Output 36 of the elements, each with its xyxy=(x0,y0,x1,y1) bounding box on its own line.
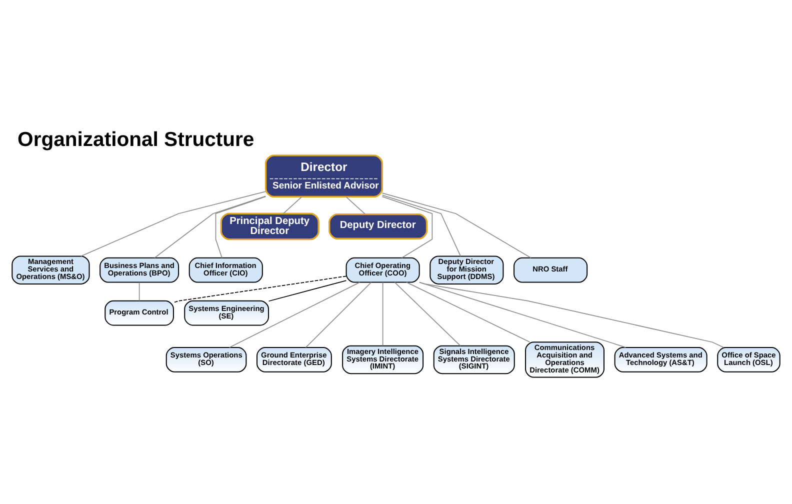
node-box: Director Senior Enlisted Advisor xyxy=(264,154,383,198)
diagram-title: Organizational Structure xyxy=(18,128,254,150)
node-box: Chief Operating Officer (COO) xyxy=(346,256,420,282)
node-box: Ground Enterprise Directorate (GED) xyxy=(256,346,332,372)
connector xyxy=(154,195,266,258)
connector xyxy=(80,190,266,256)
node-box: Imagery Intelligence Systems Directorate (IMINT) xyxy=(342,344,424,374)
connector xyxy=(228,281,360,348)
node-box: Signals Intelligence Systems Directorate (SIGINT) xyxy=(433,344,515,374)
connector xyxy=(346,196,366,214)
node-box: Systems Engineering (SE) xyxy=(184,300,269,326)
node-box: Advanced Systems and Technology (AS&T) xyxy=(614,346,708,372)
node-box: Communications Acquisition and Operations Directorate (COMM) xyxy=(525,341,604,378)
connector xyxy=(173,275,347,302)
node-box: Business Plans and Operations (BPO) xyxy=(100,256,180,282)
connector xyxy=(305,281,372,348)
connector xyxy=(268,280,347,302)
connector xyxy=(382,194,462,256)
connector xyxy=(382,196,433,258)
connector xyxy=(419,281,724,348)
connector xyxy=(215,196,266,258)
connector xyxy=(382,281,384,346)
node-box: Program Control xyxy=(104,300,174,326)
node-box: Office of Space Launch (OSL) xyxy=(717,346,780,372)
node-box: Principal Deputy Director xyxy=(220,212,320,240)
connector xyxy=(283,196,302,214)
node-box: Management Services and Operations (MS&O) xyxy=(12,255,90,284)
node-box: NRO Staff xyxy=(514,256,588,282)
connector xyxy=(138,281,140,301)
node-box: Chief Information Officer (CIO) xyxy=(188,256,263,282)
node-box: Systems Operations (SO) xyxy=(166,346,247,372)
connector xyxy=(382,192,532,258)
node-box: Deputy Director for Mission Support (DDMS) xyxy=(430,255,504,284)
connector xyxy=(406,281,530,342)
node-box: Deputy Director xyxy=(328,212,428,239)
connector xyxy=(394,281,461,346)
